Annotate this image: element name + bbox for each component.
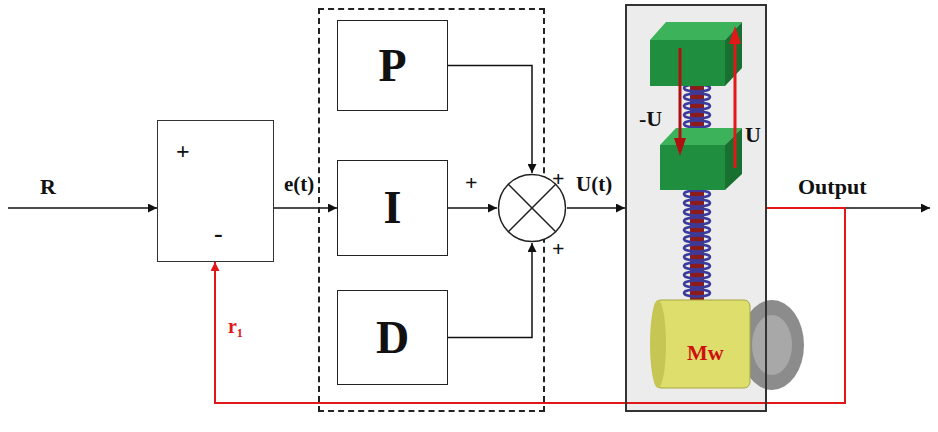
node-text: U <box>745 124 761 146</box>
node-text: I <box>384 185 402 231</box>
signal-label: e(t) <box>282 174 316 195</box>
wheel-hub <box>752 315 792 375</box>
spring-coil <box>684 263 710 270</box>
spring-coil <box>684 103 710 110</box>
spring-coil <box>684 94 710 101</box>
spring-coil <box>684 236 710 243</box>
signal-line <box>448 243 532 338</box>
sign-label: + <box>465 172 478 194</box>
signal-line <box>448 66 532 174</box>
force-arrow <box>734 42 737 168</box>
spring-coil <box>684 209 710 216</box>
spring-coil <box>684 112 710 119</box>
spring-coil <box>684 290 710 297</box>
sprung-mass <box>650 40 725 86</box>
node-text: D <box>376 315 409 361</box>
node-text: -U <box>639 108 662 130</box>
plant-box: U -U Mw <box>625 4 767 412</box>
node-text: - <box>214 221 223 247</box>
arrow-head <box>674 138 686 156</box>
arrow-head <box>729 26 741 44</box>
force-arrow <box>679 48 682 140</box>
input-label: R <box>40 176 56 198</box>
sign-label: + <box>552 238 565 260</box>
sum-cross <box>508 184 555 231</box>
wheel-mass <box>655 300 750 388</box>
spring-coil <box>684 281 710 288</box>
spring-coil <box>684 227 710 234</box>
input-line <box>8 207 157 209</box>
signal-line <box>448 207 497 209</box>
signal-label: U(t) <box>574 174 614 195</box>
summing-junction: +- <box>157 120 274 262</box>
sum-cross <box>508 184 555 231</box>
spring-coil <box>684 245 710 252</box>
node-text: Mw <box>687 342 724 364</box>
coil-spring <box>684 85 710 297</box>
pid-controller-group: P I D <box>318 8 545 412</box>
spring-coil <box>684 272 710 279</box>
plant-ground <box>627 6 765 410</box>
signal-line <box>274 207 337 209</box>
spring-coil <box>684 218 710 225</box>
proportional-box: P <box>337 20 448 111</box>
spring-coil <box>684 254 710 261</box>
derivative-box: D <box>337 290 448 385</box>
signal-label: r₁ <box>226 316 245 336</box>
wheel-mass-face <box>650 300 666 388</box>
spring-coil <box>684 200 710 207</box>
unsprung-mass <box>660 145 725 190</box>
node-text: + <box>176 139 190 163</box>
integral-box: I <box>337 160 448 256</box>
signal-line <box>567 207 625 209</box>
spring-coil <box>684 121 710 128</box>
sign-label: + <box>552 168 565 190</box>
spring-coil <box>684 191 710 198</box>
node-text: P <box>378 43 406 89</box>
output-label: Output <box>798 176 866 198</box>
